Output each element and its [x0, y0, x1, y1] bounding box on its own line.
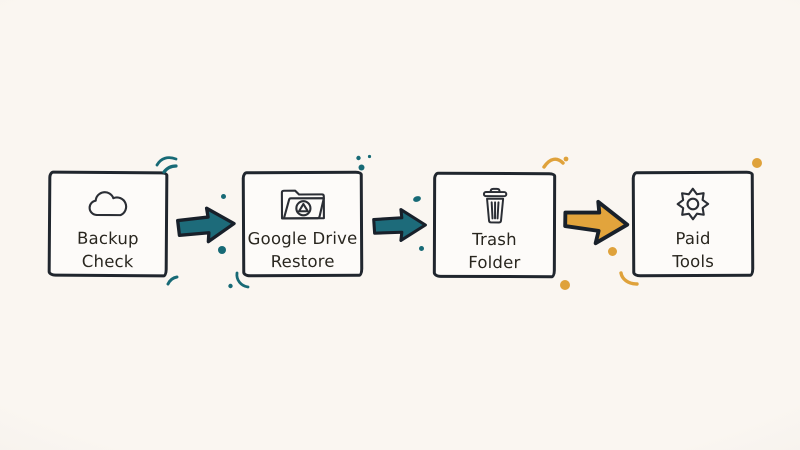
- gear-icon: [672, 183, 714, 225]
- step-box-google-drive-restore: Google Drive Restore: [241, 170, 364, 278]
- step-label-line1: Paid: [675, 228, 711, 249]
- step-label: Backup Check: [77, 227, 139, 273]
- trash-icon: [477, 184, 511, 226]
- flow-arrow-2: [372, 208, 427, 242]
- dash-accent-icon: [166, 275, 179, 286]
- dot-accent: [560, 280, 570, 290]
- step-label-line2: Folder: [468, 252, 521, 273]
- orange-swoosh-accent-icon: [619, 271, 639, 286]
- step-box-trash-folder: Trash Folder: [432, 171, 557, 279]
- step-label-line2: Tools: [672, 251, 715, 272]
- flow-arrow-3: [563, 199, 630, 246]
- swoosh-accent-icon: [228, 271, 250, 289]
- spark-accent-icon: [155, 156, 178, 174]
- step-label: Google Drive Restore: [248, 227, 358, 274]
- flow-arrow-1: [176, 206, 236, 244]
- orange-curve-accent-icon: [542, 156, 569, 169]
- step-label-line1: Google Drive: [247, 228, 358, 249]
- step-label: Paid Tools: [672, 227, 714, 273]
- dot-accent: [221, 194, 226, 199]
- dot-accent: [419, 246, 424, 251]
- step-label-line1: Trash: [472, 229, 517, 250]
- step-label-line2: Restore: [270, 251, 335, 272]
- cloud-icon: [85, 183, 131, 225]
- blob-accent-icon: [413, 196, 421, 202]
- step-label-line1: Backup: [76, 228, 139, 249]
- dot-accent: [608, 247, 617, 256]
- step-box-backup-check: Backup Check: [47, 170, 169, 278]
- dot-accent: [218, 246, 226, 254]
- dot-accent: [752, 158, 762, 168]
- google-drive-folder-icon: [276, 183, 328, 225]
- dots-cluster-icon: [356, 154, 372, 171]
- step-label: Trash Folder: [468, 228, 520, 274]
- step-label-line2: Check: [81, 251, 134, 272]
- step-box-paid-tools: Paid Tools: [631, 170, 755, 278]
